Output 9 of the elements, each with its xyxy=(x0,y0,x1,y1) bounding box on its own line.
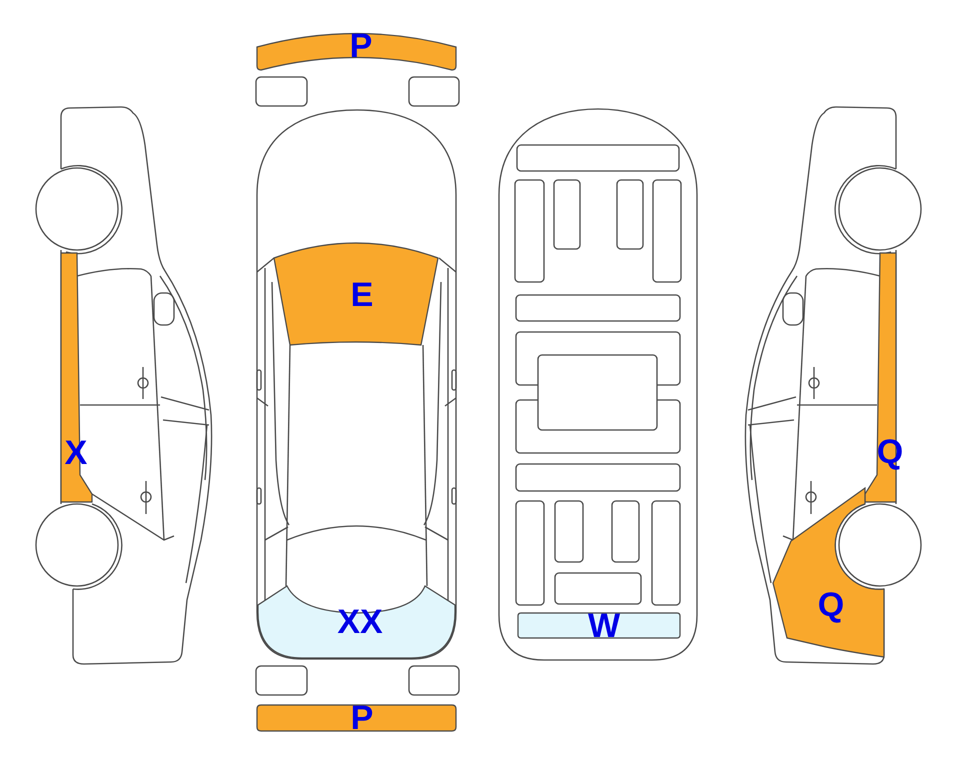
sill-panel xyxy=(59,251,94,504)
fender-panel xyxy=(770,485,887,660)
zone-code: W xyxy=(588,609,620,643)
zone-code: XX xyxy=(337,605,383,639)
zone-code: Q xyxy=(818,588,844,622)
zone-code: P xyxy=(350,29,372,63)
zone-code: P xyxy=(350,701,374,735)
zone-code: E xyxy=(350,278,374,312)
rear-window-panel xyxy=(256,583,457,661)
